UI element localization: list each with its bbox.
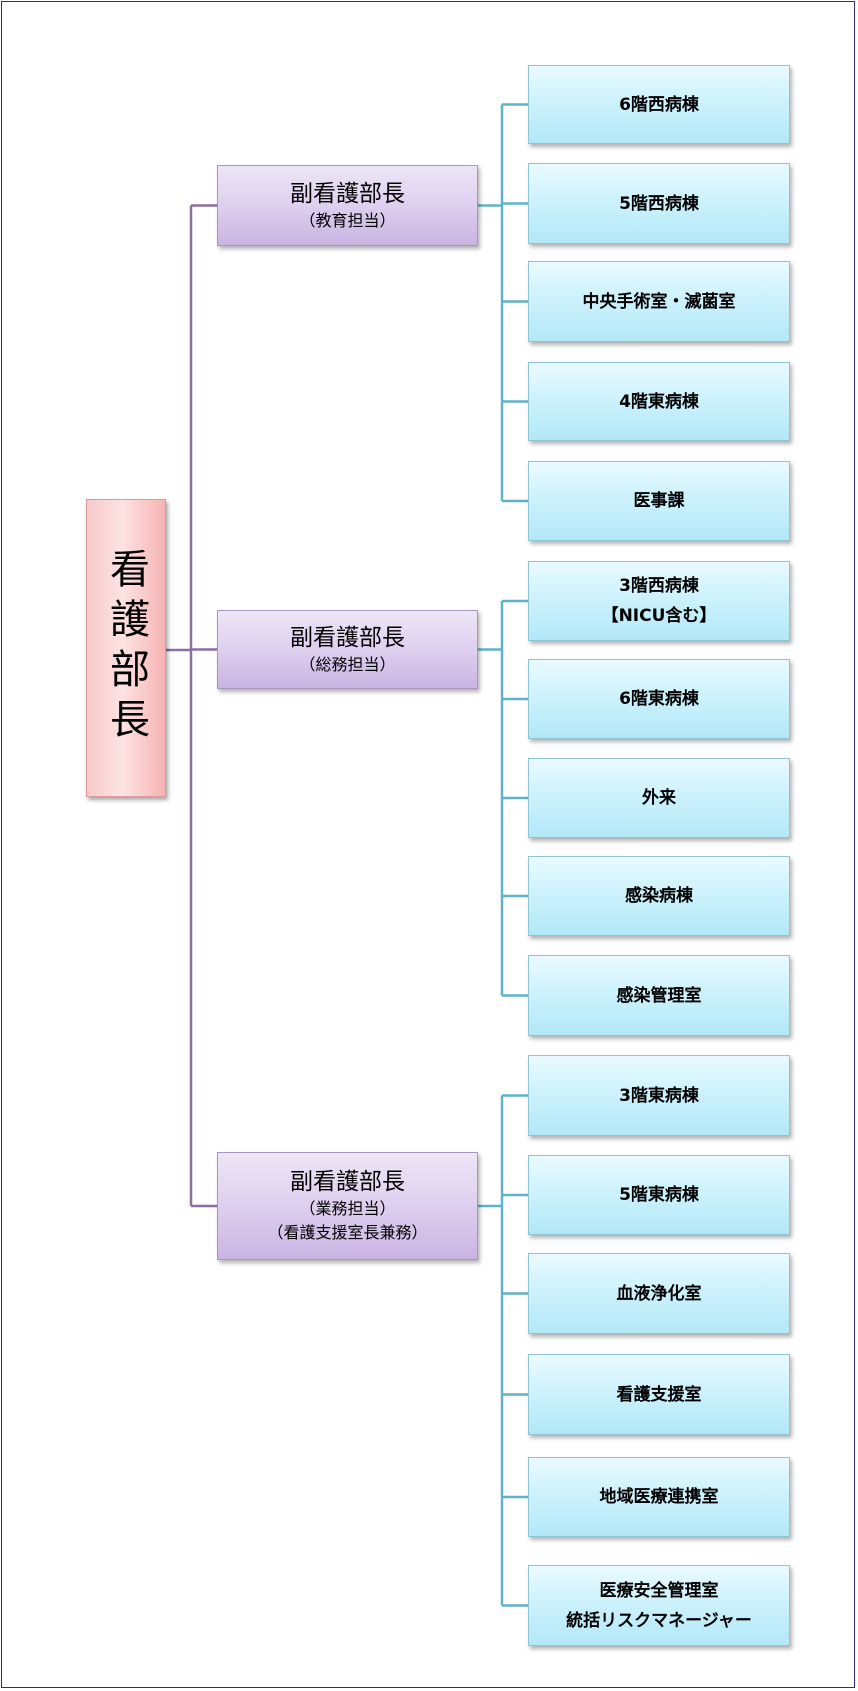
unit-node[interactable]: 感染管理室 <box>528 955 790 1036</box>
unit-label: 3階西病棟 <box>619 576 699 596</box>
unit-node[interactable]: 5階東病棟 <box>528 1155 790 1235</box>
unit-node[interactable]: 外来 <box>528 758 790 838</box>
unit-label: 中央手術室・滅菌室 <box>582 291 736 312</box>
unit-label: 3階東病棟 <box>619 1085 699 1106</box>
unit-label: 医療安全管理室 <box>599 1580 719 1601</box>
deputy-node-3[interactable]: 副看護部長 （業務担当） （看護支援室長兼務） <box>217 1152 478 1260</box>
unit-node[interactable]: 医事課 <box>528 461 790 541</box>
deputy-title: 副看護部長 <box>290 1169 405 1195</box>
unit-label: 5階東病棟 <box>619 1185 699 1205</box>
unit-label: 地域医療連携室 <box>599 1487 719 1507</box>
unit-label: 6階東病棟 <box>619 689 699 709</box>
unit-node[interactable]: 地域医療連携室 <box>528 1457 790 1537</box>
deputy-subtitle: （総務担当） <box>299 654 396 674</box>
unit-node[interactable]: 看護支援室 <box>528 1354 790 1435</box>
unit-node[interactable]: 中央手術室・滅菌室 <box>528 261 790 342</box>
deputy-subtitle: （看護支援室長兼務） <box>267 1223 428 1242</box>
unit-label: 5階西病棟 <box>619 193 699 214</box>
unit-label: 血液浄化室 <box>616 1283 702 1304</box>
unit-node[interactable]: 3階東病棟 <box>528 1055 790 1136</box>
unit-label: 外来 <box>642 788 676 808</box>
unit-label: 統括リスクマネージャー <box>566 1610 752 1631</box>
unit-node[interactable]: 5階西病棟 <box>528 163 790 244</box>
unit-node[interactable]: 4階東病棟 <box>528 362 790 441</box>
unit-node[interactable]: 血液浄化室 <box>528 1253 790 1334</box>
unit-node[interactable]: 6階西病棟 <box>528 65 790 144</box>
unit-node[interactable]: 3階西病棟【NICU含む】 <box>528 561 790 641</box>
deputy-subtitle: （業務担当） <box>299 1199 396 1218</box>
unit-label: 感染病棟 <box>625 886 693 906</box>
unit-node[interactable]: 感染病棟 <box>528 856 790 936</box>
deputy-title: 副看護部長 <box>290 624 405 651</box>
unit-label: 感染管理室 <box>616 985 702 1006</box>
deputy-node-1[interactable]: 副看護部長 （教育担当） <box>217 165 478 246</box>
unit-node[interactable]: 6階東病棟 <box>528 659 790 739</box>
unit-label: 6階西病棟 <box>619 94 699 115</box>
deputy-node-2[interactable]: 副看護部長 （総務担当） <box>217 610 478 689</box>
unit-label: 医事課 <box>633 491 685 511</box>
deputy-subtitle: （教育担当） <box>299 210 396 230</box>
unit-label: 看護支援室 <box>616 1384 702 1405</box>
unit-label: 【NICU含む】 <box>601 606 717 626</box>
deputy-title: 副看護部長 <box>290 180 405 207</box>
unit-label: 4階東病棟 <box>619 391 699 412</box>
root-label: 看護部長 <box>103 548 149 748</box>
unit-node[interactable]: 医療安全管理室統括リスクマネージャー <box>528 1565 790 1646</box>
root-node-nursing-director[interactable]: 看護部長 <box>86 499 166 797</box>
